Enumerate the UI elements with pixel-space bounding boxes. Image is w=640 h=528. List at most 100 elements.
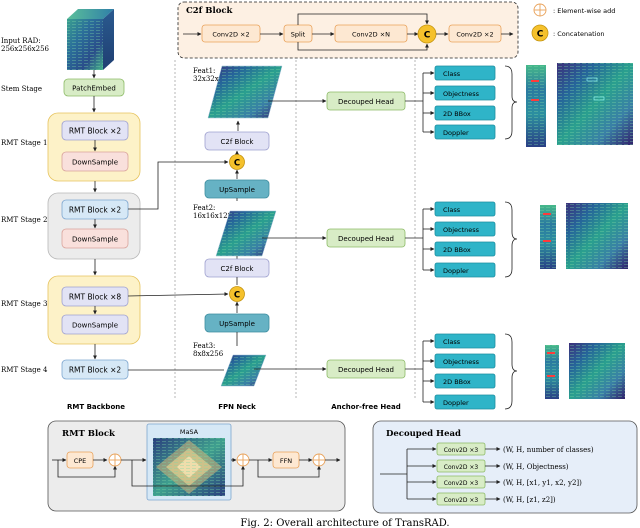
stage4-rmt-label: RMT Block ×2 [69,366,122,375]
feat2-label-line2: 16x16x128 [193,212,232,220]
out3-doppler [434,394,496,410]
rmt-block-detail: RMT Block CPE MaSA FFN [47,420,346,512]
feat2-map [215,210,277,257]
out3-bbox [434,373,496,389]
c2f-panel-title: C2f Block [186,6,234,16]
c2f-concat-symbol: C [424,31,431,41]
neck-c2f-1 [204,131,270,151]
head-output-4: (W, H, [z1, z2]) [503,496,556,504]
add-legend-label: : Element-wise add [553,7,615,15]
head-conv-2-label: Conv2D ×3 [444,464,479,471]
feat3-map [220,354,267,387]
feat3-label-line2: 8x8x256 [193,350,224,358]
fpn-neck: Feat1: 32x32x64 C2f Block C UpSample Fea… [193,65,283,411]
c2f-conv-n [334,24,408,43]
neck-concat-2-symbol: C [234,291,240,301]
neck-concat-1 [229,154,245,170]
head-output-3: (W, H, [x1, y1, x2, y2]) [503,479,582,487]
out1-objectness-label: Objectness [443,90,480,98]
cpe-label: CPE [74,457,87,465]
neck-section-label: FPN Neck [218,403,256,411]
stage2-downsample-label: DownSample [72,236,118,244]
head-conv-3-label: Conv2D ×3 [444,480,479,487]
stage1-downsample-label: DownSample [72,159,118,167]
feat3-label-line1: Feat3: [193,342,215,350]
concat-legend-label: : Concatenation [553,30,605,38]
head-conv-4-label: Conv2D ×3 [444,497,479,504]
c2f-block-panel: C2f Block Conv2D ×2 Split Conv2D ×N C Co… [177,1,519,59]
out2-objectness [434,221,496,237]
stage4-rmt-block [61,359,129,380]
out1-bbox [434,105,496,121]
out3-doppler-label: Doppler [443,399,469,407]
stage2-rmt-label: RMT Block ×2 [69,206,122,215]
stage1-downsample [61,151,129,172]
backbone-section-label: RMT Backbone [67,403,125,411]
rmt-detail-title: RMT Block [62,429,116,439]
result-thumbnails-1 [526,63,633,147]
input-label-line2: 256x256x256 [1,45,50,53]
decoupled-head-3-label: Decouped Head [338,366,394,374]
concat-legend-icon [531,24,549,42]
feat1-label-line2: 32x32x64 [193,75,228,83]
neck-c2f-2-label: C2f Block [221,265,255,273]
result-thumbnails-3 [545,343,625,399]
c2f-conv-a-label: Conv2D ×2 [212,31,249,39]
head-conv-1-label: Conv2D ×3 [444,447,479,454]
stage-label-2: RMT Stage 2 [1,216,47,224]
out1-class-label: Class [443,70,461,78]
head-section-label: Anchor-free Head [331,403,400,411]
head-outputs-3: Class Objectness 2D BBox Doppler [405,333,518,410]
anchor-free-head: Decouped Head Decouped Head Decouped Hea… [326,91,406,411]
stage1-rmt-label: RMT Block ×2 [69,127,122,136]
stage-label-3: RMT Stage 3 [1,300,47,308]
decoupled-head-2-label: Decouped Head [338,235,394,243]
c2f-split-label: Split [291,31,306,39]
head-detail-title: Decouped Head [386,429,461,439]
c2f-conv-n-label: Conv2D ×N [352,31,390,39]
stage-label-stem: Stem Stage [1,85,42,93]
masa-label: MaSA [180,428,199,436]
stage-label-4: RMT Stage 4 [1,366,48,374]
head-output-1: (W, H, number of classes) [503,446,594,454]
out3-objectness [434,353,496,369]
rmt-backbone: Input RAD: 256x256x256 Stem Stage RMT St… [1,9,141,411]
out1-doppler-label: Doppler [443,129,469,137]
decoupled-head-detail: Decouped Head Conv2D ×3 Conv2D ×3 Conv2D… [372,420,638,514]
c2f-conv-a [201,24,261,43]
head-outputs-2: Class Objectness 2D BBox Doppler [405,201,518,278]
neck-c2f-1-label: C2f Block [221,138,255,146]
out3-brace [504,333,518,410]
patch-embed-label: PatchEmbed [72,85,116,93]
out3-objectness-label: Objectness [443,358,480,366]
input-label-line1: Input RAD: [1,37,41,45]
out3-bbox-label: 2D BBox [443,378,471,386]
out2-doppler [434,262,496,278]
feat1-map [207,65,283,119]
out3-class-label: Class [443,338,461,346]
input-rad-cube [67,9,114,70]
out1-class [434,65,496,81]
stage3-downsample-label: DownSample [72,322,118,330]
out1-bbox-label: 2D BBox [443,110,471,118]
decoupled-head-1-label: Decouped Head [338,98,394,106]
out1-brace [504,65,518,140]
neck-concat-1-symbol: C [234,159,240,169]
c2f-conv-b [448,24,502,43]
out2-doppler-label: Doppler [443,267,469,275]
legend: : Element-wise add C : Concatenation [531,3,615,42]
stage3-rmt-label: RMT Block ×8 [69,293,122,302]
c2f-conv-b-label: Conv2D ×2 [456,31,493,39]
out3-class [434,333,496,349]
result-thumbnails-2 [540,203,628,269]
neck-upsample-1-label: UpSample [219,186,255,194]
ffn-label: FFN [280,457,292,465]
out2-objectness-label: Objectness [443,226,480,234]
out2-bbox-label: 2D BBox [443,246,471,254]
neck-concat-2 [229,286,245,302]
out2-class [434,201,496,217]
feat1-label-line1: Feat1: [193,67,215,75]
head-outputs-1: Class Objectness 2D BBox Doppler [405,65,518,140]
stage-label-1: RMT Stage 1 [1,139,47,147]
